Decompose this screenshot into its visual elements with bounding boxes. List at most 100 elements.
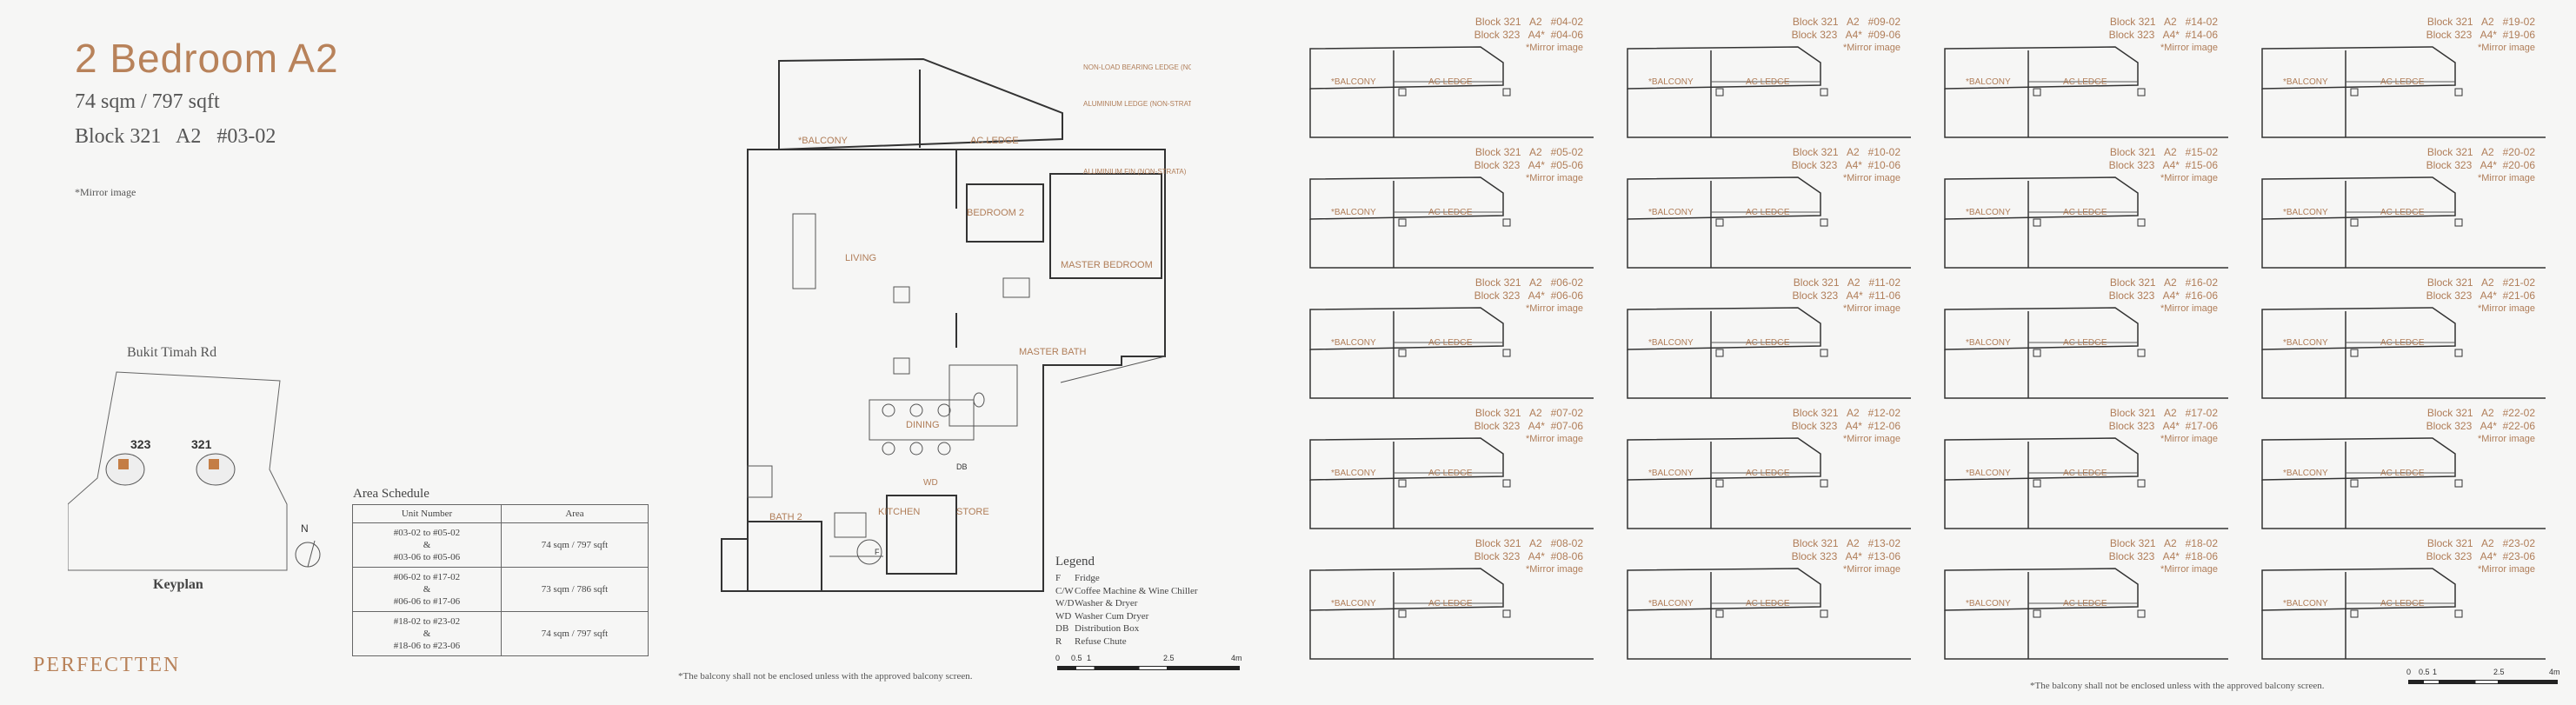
variant-block-321: Block 321 A2 #11-02 <box>1793 276 1900 289</box>
variant-ac-ledge-label: AC LEDGE <box>2380 599 2425 609</box>
variant-balcony-label: *BALCONY <box>1966 208 2011 217</box>
variant-balcony-label: *BALCONY <box>1648 208 1694 217</box>
variant-mirror-note: *Mirror image <box>1842 173 1900 183</box>
mirror-note: *Mirror image <box>75 186 136 198</box>
variant-block-323: Block 323 A4* #21-06 <box>2426 289 2535 302</box>
aluminium-ledge-note: ALUMINIUM LEDGE (NON-STRATA) <box>1083 100 1191 108</box>
variant-balcony-label: *BALCONY <box>2283 599 2328 609</box>
variant-mirror-note: *Mirror image <box>1842 564 1900 575</box>
variant-ac-ledge-label: AC LEDGE <box>1428 469 1473 478</box>
fridge-label: F <box>875 548 880 556</box>
variant-block-323: Block 323 A4* #08-06 <box>1474 550 1583 562</box>
variant-plan <box>1944 568 2228 660</box>
variant-block-323: Block 323 A4* #23-06 <box>2426 550 2535 562</box>
variant-plan <box>2261 176 2546 269</box>
variant-ac-ledge-label: AC LEDGE <box>1746 77 1790 87</box>
unit-number: Block 321 A2 #03-02 <box>75 125 276 148</box>
variant-mirror-note: *Mirror image <box>1525 564 1583 575</box>
variant-mirror-note: *Mirror image <box>1842 303 1900 314</box>
variant-ac-ledge-label: AC LEDGE <box>1428 599 1473 609</box>
bath2-label: BATH 2 <box>769 512 802 522</box>
variant-mirror-note: *Mirror image <box>2477 173 2535 183</box>
variant-ac-ledge-label: AC LEDGE <box>1428 77 1473 87</box>
variant-block-321: Block 321 A2 #15-02 <box>2109 146 2218 158</box>
area-schedule-table: Unit Number Area #03-02 to #05-02&#03-06… <box>352 504 649 656</box>
variant-block-323: Block 323 A4* #10-06 <box>1791 159 1900 171</box>
variant-balcony-label: *BALCONY <box>1331 599 1376 609</box>
variant-block-323: Block 323 A4* #18-06 <box>2108 550 2218 562</box>
legend-item: C/WCoffee Machine & Wine Chiller <box>1055 585 1198 596</box>
variant-block-323: Block 323 A4* #13-06 <box>1791 550 1900 562</box>
scale-bar: 0 0.5 1 2.5 4m <box>1055 654 1247 675</box>
variant-balcony-label: *BALCONY <box>1966 469 2011 478</box>
variant-mirror-note: *Mirror image <box>2477 43 2535 53</box>
variant-block-323: Block 323 A4* #09-06 <box>1791 29 1900 41</box>
variant-balcony-label: *BALCONY <box>1648 469 1694 478</box>
variant-plan <box>1944 176 2228 269</box>
variant-block-321: Block 321 A2 #10-02 <box>1792 146 1900 158</box>
variant-mirror-note: *Mirror image <box>2160 173 2218 183</box>
store-label: STORE <box>956 507 989 517</box>
block-323-label: 323 <box>130 437 151 451</box>
dining-label: DINING <box>906 420 940 430</box>
balcony-disclaimer: *The balcony shall not be enclosed unles… <box>678 671 973 682</box>
keyplan-title: Keyplan <box>153 577 203 592</box>
variant-ac-ledge-label: AC LEDGE <box>1746 469 1790 478</box>
variant-ac-ledge-label: AC LEDGE <box>2063 469 2107 478</box>
variant-plan <box>1627 176 1911 269</box>
variant-plan <box>1627 437 1911 529</box>
variant-ac-ledge-label: AC LEDGE <box>1428 338 1473 348</box>
variant-plan <box>1944 307 2228 399</box>
variant-block-323: Block 323 A4* #12-06 <box>1791 420 1900 432</box>
legend-title: Legend <box>1055 555 1095 569</box>
variant-plan <box>1309 307 1594 399</box>
variant-block-321: Block 321 A2 #18-02 <box>2109 537 2218 549</box>
variant-balcony-label: *BALCONY <box>2283 338 2328 348</box>
variant-plan <box>1309 46 1594 138</box>
variant-block-321: Block 321 A2 #06-02 <box>1474 276 1583 289</box>
variant-mirror-note: *Mirror image <box>2477 434 2535 444</box>
unit-area: 74 sqm / 797 sqft <box>75 90 220 113</box>
variant-balcony-label: *BALCONY <box>1331 77 1376 87</box>
variant-block-323: Block 323 A4* #05-06 <box>1474 159 1583 171</box>
balcony-label: *BALCONY <box>798 136 849 146</box>
nonload-ledge-note: NON-LOAD BEARING LEDGE (NON-STRATA) <box>1083 63 1191 71</box>
variant-mirror-note: *Mirror image <box>2160 564 2218 575</box>
variant-block-323: Block 323 A4* #20-06 <box>2426 159 2535 171</box>
variant-block-321: Block 321 A2 #12-02 <box>1792 407 1900 419</box>
variant-plan <box>2261 568 2546 660</box>
variant-plan <box>1309 437 1594 529</box>
variant-block-321: Block 321 A2 #13-02 <box>1792 537 1900 549</box>
variant-block-321: Block 321 A2 #20-02 <box>2426 146 2535 158</box>
floor-plan: *BALCONY AC LEDGE BEDROOM 2 LIVING MASTE… <box>721 57 1191 592</box>
variant-block-321: Block 321 A2 #08-02 <box>1474 537 1583 549</box>
variant-balcony-label: *BALCONY <box>1966 77 2011 87</box>
wd-label: WD <box>923 478 938 488</box>
variant-mirror-note: *Mirror image <box>2160 303 2218 314</box>
variant-block-321: Block 321 A2 #23-02 <box>2426 537 2535 549</box>
variant-plan <box>1627 46 1911 138</box>
variant-mirror-note: *Mirror image <box>1525 434 1583 444</box>
variant-plan <box>1627 568 1911 660</box>
master-bath-label: MASTER BATH <box>1019 347 1086 357</box>
variant-ac-ledge-label: AC LEDGE <box>1428 208 1473 217</box>
ac-ledge-label: AC LEDGE <box>970 136 1019 146</box>
block-321-label: 321 <box>191 437 212 451</box>
variant-block-321: Block 321 A2 #16-02 <box>2109 276 2218 289</box>
variant-balcony-label: *BALCONY <box>1331 469 1376 478</box>
variant-mirror-note: *Mirror image <box>1842 434 1900 444</box>
variant-ac-ledge-label: AC LEDGE <box>2063 77 2107 87</box>
variant-ac-ledge-label: AC LEDGE <box>1746 599 1790 609</box>
variant-mirror-note: *Mirror image <box>2477 564 2535 575</box>
road-label: Bukit Timah Rd <box>127 345 217 360</box>
